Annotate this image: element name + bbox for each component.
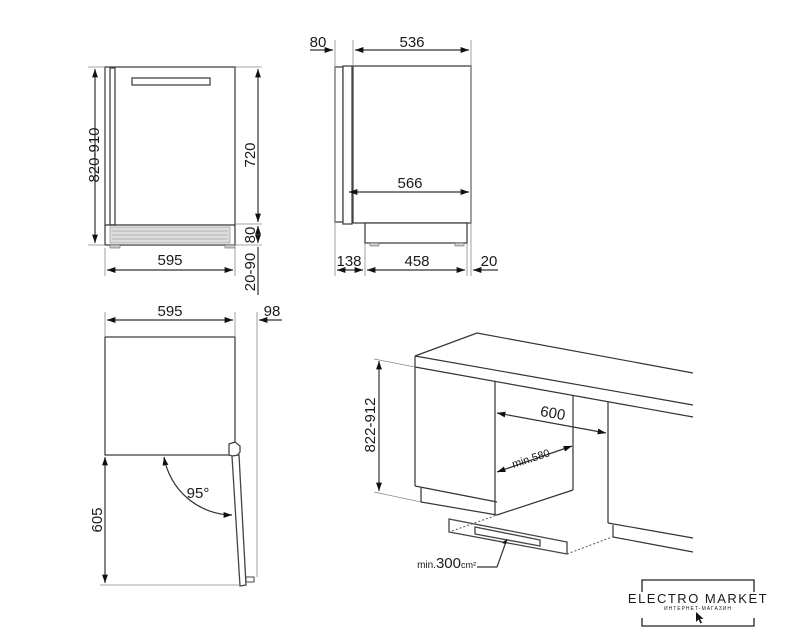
plinth-side xyxy=(364,222,468,244)
cursor-icon xyxy=(696,612,704,624)
front-height-total-label: 820-910 xyxy=(86,127,103,182)
top-door-depth-label: 605 xyxy=(89,507,106,532)
front-width-label: 595 xyxy=(157,252,182,269)
cabinet-side xyxy=(352,65,472,224)
side-front-offset-label: 138 xyxy=(336,253,361,270)
vent-prefix: min. xyxy=(417,560,436,571)
top-view: 595 98 605 95° xyxy=(89,303,282,587)
vent-unit: cm² xyxy=(461,560,476,570)
top-width-label: 595 xyxy=(157,303,182,320)
front-view: 820-910 720 80 20-90 595 xyxy=(86,66,262,295)
front-plinth-label: 80 xyxy=(242,227,259,244)
vent-area-label: min.300cm² xyxy=(417,555,476,572)
top-door-extra-label: 98 xyxy=(264,303,281,320)
front-height-body-label: 720 xyxy=(242,142,259,167)
side-view: 80 536 566 138 458 20 xyxy=(310,34,498,276)
hinge xyxy=(228,441,241,458)
electro-market-logo: ELECTRO MARKET ИНТЕРНЕТ-МАГАЗИН xyxy=(628,579,768,627)
logo-subtitle: ИНТЕРНЕТ-МАГАЗИН xyxy=(664,606,732,612)
side-plinth-depth-label: 458 xyxy=(404,253,429,270)
niche-height-label: 822-912 xyxy=(362,397,379,452)
appliance-top xyxy=(104,336,236,456)
side-body-depth-label: 536 xyxy=(399,34,424,51)
niche-depth-label: 600 xyxy=(539,403,567,424)
door-hinge-strip xyxy=(109,67,116,226)
appliance-front xyxy=(104,66,236,246)
installation-view: 822-912 600 min.580 min.300cm² xyxy=(362,332,694,572)
countertop xyxy=(414,332,694,374)
door-side xyxy=(334,66,344,223)
side-door-depth-label: 80 xyxy=(310,34,327,51)
niche-width-label: min.580 xyxy=(511,447,552,471)
top-angle-label: 95° xyxy=(187,485,210,502)
door-open xyxy=(231,454,247,587)
niche-width-text: min.580 xyxy=(511,447,552,471)
vent-value: 300 xyxy=(436,555,461,572)
side-depth-total-label: 566 xyxy=(397,175,422,192)
front-feet-label: 20-90 xyxy=(242,253,259,291)
handle xyxy=(131,77,211,86)
side-rear-gap-label: 20 xyxy=(481,253,498,270)
logo-title: ELECTRO MARKET xyxy=(628,591,768,606)
